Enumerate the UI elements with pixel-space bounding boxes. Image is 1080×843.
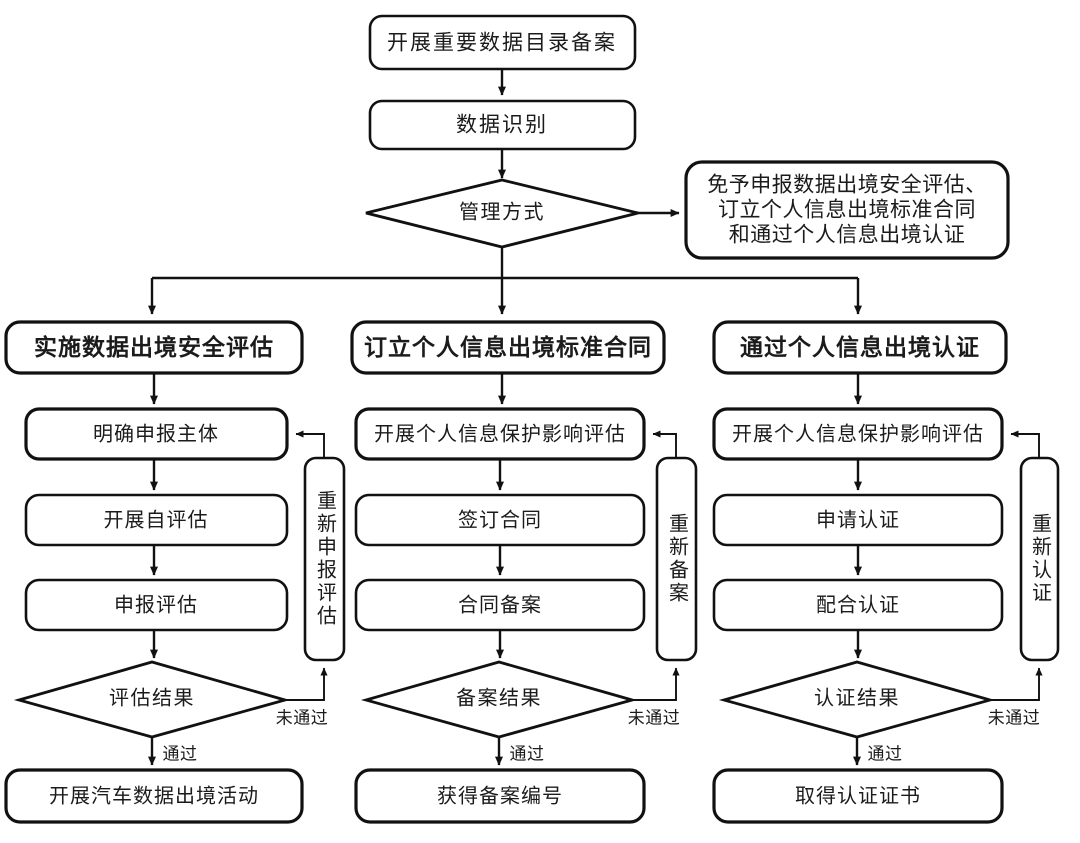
note-exemption-line1: 免予申报数据出境安全评估、 xyxy=(707,174,987,197)
col1-loop-box xyxy=(303,456,346,662)
note-exemption-line2: 订立个人信息出境标准合同 xyxy=(718,199,976,222)
col2-loop-fail-path xyxy=(632,667,680,701)
col1-loop-return-path xyxy=(295,430,325,458)
note-exemption-line3: 和通过个人信息出境认证 xyxy=(729,224,966,247)
col1-loop-fail-path xyxy=(285,667,328,701)
col2-terminal xyxy=(354,768,646,824)
col1-label-pass: 通过 xyxy=(163,744,198,763)
col1-label-fail: 未通过 xyxy=(276,708,329,727)
col2-step-2-label: 签订合同 xyxy=(458,508,542,531)
col3-terminal-label: 取得认证证书 xyxy=(795,784,921,807)
col1-terminal-label: 开展汽车数据出境活动 xyxy=(49,784,259,807)
col3-loop-box xyxy=(1019,456,1060,662)
col2-loop-return-path xyxy=(652,430,677,458)
col2-terminal-label: 获得备案编号 xyxy=(437,784,563,807)
col2-label-pass: 通过 xyxy=(510,744,545,763)
col3-header-box xyxy=(712,320,1008,375)
col2-decision-label: 备案结果 xyxy=(456,686,542,709)
col1-step-2-label: 开展自评估 xyxy=(104,508,209,531)
col3-terminal xyxy=(712,768,1004,824)
node-top-filing-label: 开展重要数据目录备案 xyxy=(387,32,617,55)
col1-step-3 xyxy=(24,578,289,632)
col3-step-3-label: 配合认证 xyxy=(816,593,900,616)
col2-label-fail: 未通过 xyxy=(628,708,681,727)
col3-step-1-label: 开展个人信息保护影响评估 xyxy=(732,422,984,445)
col1-step-1 xyxy=(24,407,289,461)
branch-bus-line xyxy=(152,247,858,280)
note-exemption-box xyxy=(684,160,1010,260)
col1-header-label: 实施数据出境安全评估 xyxy=(34,334,274,360)
col3-loop-return-path xyxy=(1010,430,1040,458)
col3-label-pass: 通过 xyxy=(868,744,903,763)
col2-loop-box xyxy=(655,456,698,662)
col1-step-3-label: 申报评估 xyxy=(114,593,198,616)
col1-step-1-label: 明确申报主体 xyxy=(93,422,219,445)
node-data-identification-label: 数据识别 xyxy=(456,114,548,137)
col3-header-label: 通过个人信息出境认证 xyxy=(740,334,980,360)
col2-step-1-label: 开展个人信息保护影响评估 xyxy=(374,422,626,445)
col3-label-fail: 未通过 xyxy=(988,708,1041,727)
col1-decision-label: 评估结果 xyxy=(109,686,195,709)
col2-header-label: 订立个人信息出境标准合同 xyxy=(364,334,652,360)
col2-header-box xyxy=(350,320,666,375)
col3-decision-label: 认证结果 xyxy=(814,686,900,709)
col3-step-2-label: 申请认证 xyxy=(816,508,900,531)
col1-step-2 xyxy=(24,493,289,547)
col2-step-3-label: 合同备案 xyxy=(458,593,542,616)
col1-terminal xyxy=(4,768,304,824)
col3-loop-fail-path xyxy=(990,667,1043,701)
decision-management-mode-label: 管理方式 xyxy=(459,200,545,223)
